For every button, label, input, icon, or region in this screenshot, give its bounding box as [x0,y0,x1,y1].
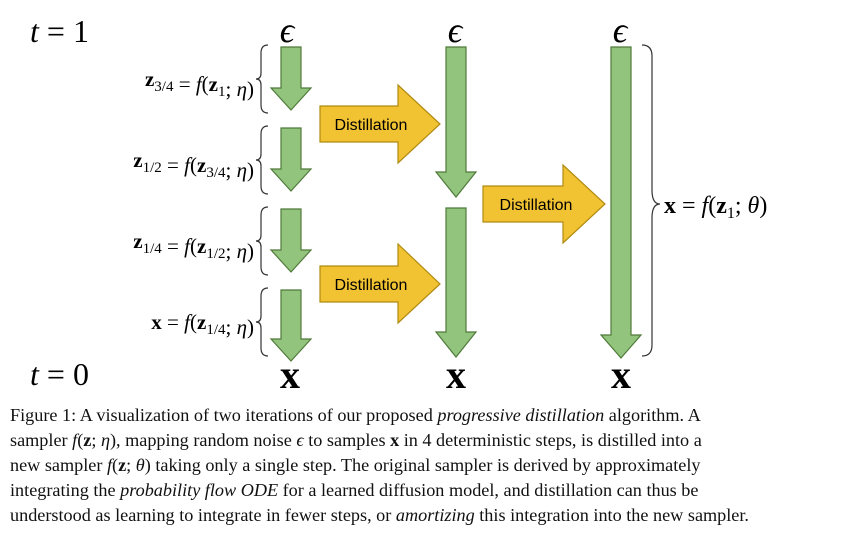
left-label-3: z1/4 = f(z1/2; η) [133,229,254,263]
progressive-distillation-diagram: t = 1 t = 0 ϵ ϵ ϵ x x x z3/4 = f(z1; η)z… [30,10,767,397]
sampler-4-step-arrows [269,46,313,362]
left-label-2: z1/2 = f(z3/4; η) [133,148,254,182]
svg-text:x = f(z1; θ): x = f(z1; θ) [664,193,767,222]
caption-line-1: Figure 1: A visualization of two iterati… [10,405,701,425]
noise-symbol-col1: ϵ [280,10,296,50]
figure-caption: Figure 1: A visualization of two iterati… [10,403,833,528]
distillation-label-top: Distillation [335,117,408,134]
right-brace [641,44,661,357]
sample-symbol-col3: x [611,352,631,397]
step-arrow-2 [269,127,313,192]
step-arrow-3 [269,208,313,273]
sampler-2-step-arrows [434,46,478,358]
sample-symbol-col2: x [446,352,466,397]
brace-4 [255,287,269,357]
left-column-labels: z3/4 = f(z1; η) z1/2 = f(z3/4; η) z1/4 = f… [133,67,254,339]
left-braces [255,44,269,357]
noise-symbol-col3: ϵ [613,10,629,50]
right-label: x = f(z1; θ) [664,193,767,222]
brace-2 [255,125,269,195]
sampler-1-step-arrow [599,46,643,359]
step-arrow-1 [269,46,313,111]
caption-line-2: sampler f(z; η), mapping random noise ϵ … [10,430,702,450]
noise-symbol-col2: ϵ [448,10,464,50]
time-label-bottom: t = 0 [30,356,89,392]
step-arrow-lower [434,207,478,358]
caption-line-5: understood as learning to integrate in f… [10,505,749,525]
left-label-1: z3/4 = f(z1; η) [145,67,254,101]
step-arrow-upper [434,46,478,198]
distillation-label-bottom: Distillation [335,277,408,294]
single-step-arrow [599,46,643,359]
distillation-label-middle: Distillation [500,197,573,214]
caption-line-4: integrating the probability flow ODE for… [10,480,699,500]
sample-symbol-col1: x [280,352,300,397]
distillation-arrow-top: Distillation [319,83,441,165]
distillation-arrow-middle: Distillation [482,163,606,245]
left-label-4: x = f(z1/4; η) [151,310,254,339]
time-label-top: t = 1 [30,13,89,49]
step-arrow-4 [269,289,313,362]
distillation-arrow-bottom: Distillation [319,242,441,325]
brace-3 [255,206,269,276]
caption-line-3: new sampler f(z; θ) taking only a single… [10,455,701,475]
brace-1 [255,44,269,114]
